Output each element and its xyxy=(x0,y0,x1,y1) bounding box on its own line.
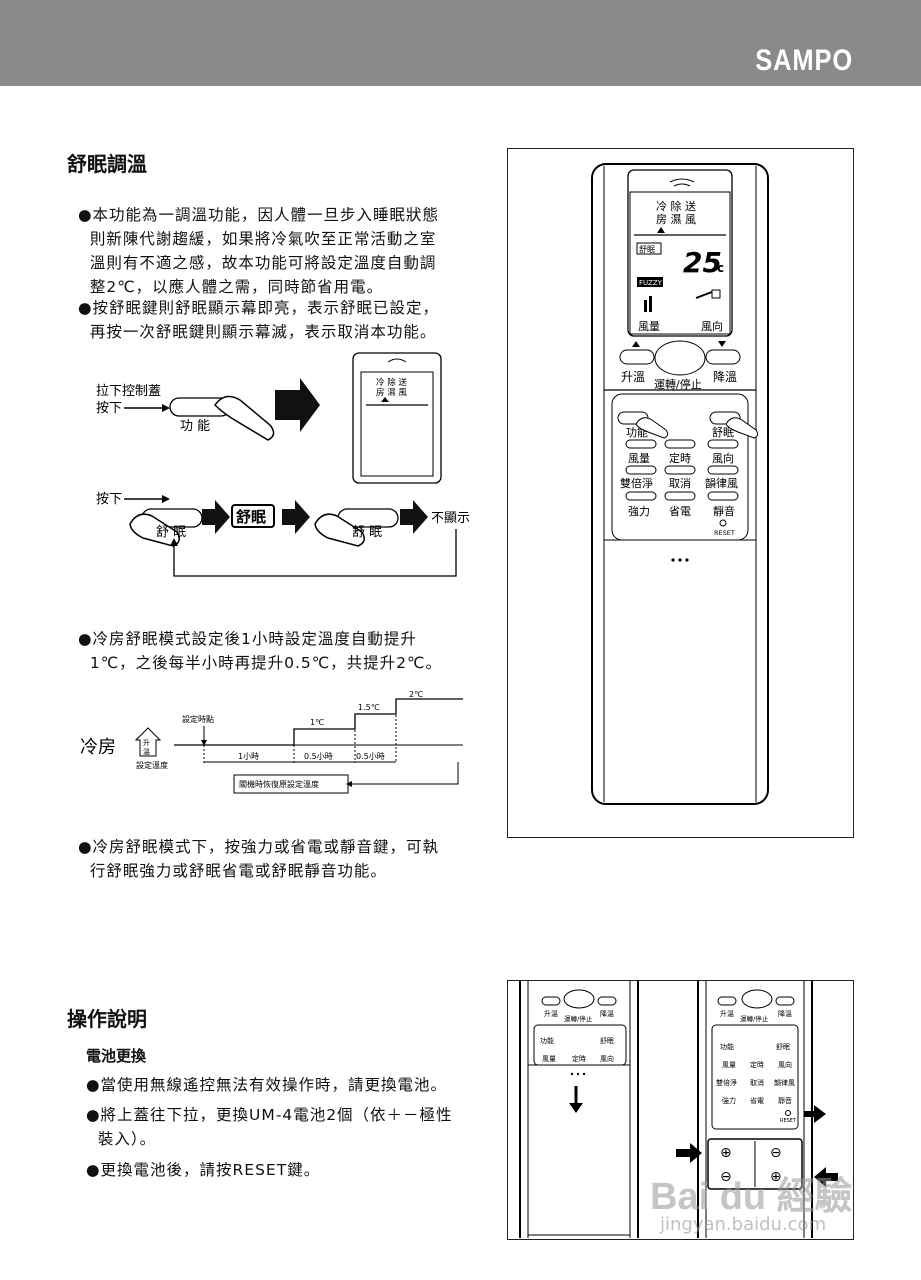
remote-key-fan: 風量 xyxy=(628,452,650,465)
b1-key-sleep: 舒眠 xyxy=(600,1036,614,1045)
remote-key-timer: 定時 xyxy=(669,451,691,465)
b2-key-fan: 風量 xyxy=(722,1061,736,1069)
rise-label-top: 升 xyxy=(143,738,150,747)
remote-power-label: 運轉/停止 xyxy=(654,377,702,391)
battery-replacement-illustration: 升溫 運轉/停止 降溫 功能 舒眠 風量 定時 風向 升溫 運轉/停止 降溫 功… xyxy=(519,981,838,1238)
battery-plus-1: ⊕ xyxy=(720,1145,732,1161)
b2-down: 降溫 xyxy=(778,1009,792,1018)
sleep-display-label: 舒眠 xyxy=(236,508,266,526)
cooling-mode-label: 冷房 xyxy=(80,737,116,758)
ops-item-1: ●當使用無線遙控無法有效操作時，請更換電池。 xyxy=(86,1076,448,1094)
remote-figure-frame xyxy=(507,148,854,838)
b1-power: 運轉/停止 xyxy=(564,1014,593,1023)
sleep-paragraph-3: ●冷房舒眠模式設定後1小時設定溫度自動提升 1℃，之後每半小時再提升0.5℃，共… xyxy=(78,630,442,672)
rise-label-bottom: 溫 xyxy=(143,747,150,756)
b2-key-function: 功能 xyxy=(720,1042,734,1051)
step-2-label: 1.5℃ xyxy=(358,703,380,712)
b2-key-sleep: 舒眠 xyxy=(776,1042,790,1051)
remote-modes-bottom: 房 濕 風 xyxy=(656,213,696,226)
remote-up-label: 升溫 xyxy=(621,370,645,384)
remote-key-cancel: 取消 xyxy=(669,476,691,490)
b1-key-fan: 風量 xyxy=(542,1055,556,1063)
remote-down-label: 降溫 xyxy=(713,370,737,384)
watermark-url: jingyan.baidu.com xyxy=(660,1214,827,1235)
duration-1-label: 1小時 xyxy=(238,752,259,761)
remote-temp-unit: c xyxy=(717,261,724,275)
remote-key-rhythm: 韻律風 xyxy=(705,476,738,490)
step-3-label: 2℃ xyxy=(409,690,423,699)
b1-key-direction: 風向 xyxy=(600,1054,614,1063)
remote-dir-label: 風向 xyxy=(701,319,723,333)
sleep-paragraph-1: ●本功能為一調溫功能，因人體一旦步入睡眠狀態 則新陳代謝趨緩，如果將冷氣吹至正常… xyxy=(78,206,440,296)
set-temp-label: 設定溫度 xyxy=(136,760,168,770)
remote-key-direction: 風向 xyxy=(712,451,734,465)
b1-down: 降溫 xyxy=(600,1009,614,1018)
sleep-key-label-2: 舒 眠 xyxy=(352,525,382,540)
battery-minus-2: ⊖ xyxy=(720,1169,732,1185)
ops-item-3: ●更換電池後，請按RESET鍵。 xyxy=(86,1161,321,1179)
b2-reset-label: RESET xyxy=(780,1118,797,1124)
section-title-operation: 操作說明 xyxy=(67,1007,147,1031)
step-1-label: 1℃ xyxy=(310,718,324,727)
duration-2-label: 0.5小時 xyxy=(304,752,333,761)
section-title-sleep: 舒眠調溫 xyxy=(67,152,147,176)
sleep-key-diagram: 按下 舒 眠 舒眠 舒 眠 不顯示 xyxy=(96,492,470,577)
panel-modes-top: 冷 除 送 xyxy=(376,377,407,388)
temperature-timeline-diagram: 冷房 升 溫 設定溫度 設定時點 1℃ 1.5℃ 2℃ 1小時 0.5小時 0.… xyxy=(80,690,463,794)
remote-key-power: 強力 xyxy=(628,505,650,518)
brand-logo: SAMPO xyxy=(755,44,853,77)
remote-modes-top: 冷 除 送 xyxy=(656,199,696,213)
b2-key-direction: 風向 xyxy=(778,1060,792,1069)
sleep-paragraph-2: ●按舒眠鍵則舒眠顯示幕即亮，表示舒眠已設定， 再按一次舒眠鍵則顯示幕滅，表示取消… xyxy=(78,299,440,341)
sleep-key-label-1: 舒 眠 xyxy=(156,525,186,540)
b2-key-timer: 定時 xyxy=(750,1060,764,1069)
remote-control-illustration: 冷 除 送 房 濕 風 舒眠 25 c FUZZY 風量 風向 升溫 運轉/停止… xyxy=(591,163,769,805)
b2-key-cancel: 取消 xyxy=(750,1078,764,1087)
duration-3-label: 0.5小時 xyxy=(356,752,385,761)
b1-up: 升溫 xyxy=(544,1009,558,1018)
ops-item-2: ●將上蓋往下拉，更換UM-4電池2個（依＋－極性 裝入）。 xyxy=(86,1106,453,1148)
b2-key-quiet: 靜音 xyxy=(778,1096,792,1105)
function-key-diagram: 拉下控制蓋 按下 功 能 冷 除 送 房 濕 風 xyxy=(96,352,442,484)
battery-plus-2: ⊕ xyxy=(770,1169,782,1185)
remote-sleep-badge: 舒眠 xyxy=(639,244,655,254)
b2-key-rhythm: 韻律風 xyxy=(774,1078,795,1087)
b2-up: 升溫 xyxy=(720,1009,734,1018)
press-label-1: 按下 xyxy=(96,401,122,416)
b1-key-timer: 定時 xyxy=(572,1054,586,1063)
remote-fuzzy-badge: FUZZY xyxy=(639,279,663,287)
remote-key-quiet: 靜音 xyxy=(713,504,735,518)
b2-key-power: 強力 xyxy=(722,1096,736,1105)
b2-power: 運轉/停止 xyxy=(740,1014,769,1023)
b1-key-function: 功能 xyxy=(540,1036,554,1045)
battery-figure-frame xyxy=(507,980,854,1240)
battery-minus-1: ⊖ xyxy=(770,1145,782,1161)
b2-key-eco: 省電 xyxy=(750,1096,764,1105)
remote-key-sleep: 舒眠 xyxy=(712,425,734,439)
remote-temperature: 25 xyxy=(683,246,722,279)
watermark-brand: Bai du 經驗 xyxy=(650,1176,853,1218)
remote-key-eco: 省電 xyxy=(669,505,691,518)
press-label-2: 按下 xyxy=(96,492,122,507)
function-key-label: 功 能 xyxy=(180,419,210,434)
panel-modes-bottom: 房 濕 風 xyxy=(376,387,407,398)
header-bar: SAMPO xyxy=(0,0,921,86)
set-time-label: 設定時點 xyxy=(182,714,214,724)
battery-subtitle: 電池更換 xyxy=(86,1047,147,1065)
pull-cover-label: 拉下控制蓋 xyxy=(96,384,161,399)
remote-fan-label: 風量 xyxy=(638,320,660,333)
remote-reset-label: RESET xyxy=(714,529,735,537)
no-display-label: 不顯示 xyxy=(431,511,470,526)
remote-key-double: 雙倍淨 xyxy=(620,476,653,490)
b2-key-double: 雙倍淨 xyxy=(716,1078,737,1087)
sleep-paragraph-4: ●冷房舒眠模式下，按強力或省電或靜音鍵，可執 行舒眠強力或舒眠省電或舒眠靜音功能… xyxy=(78,838,440,880)
restore-label: 關機時恢復原設定溫度 xyxy=(239,779,319,789)
